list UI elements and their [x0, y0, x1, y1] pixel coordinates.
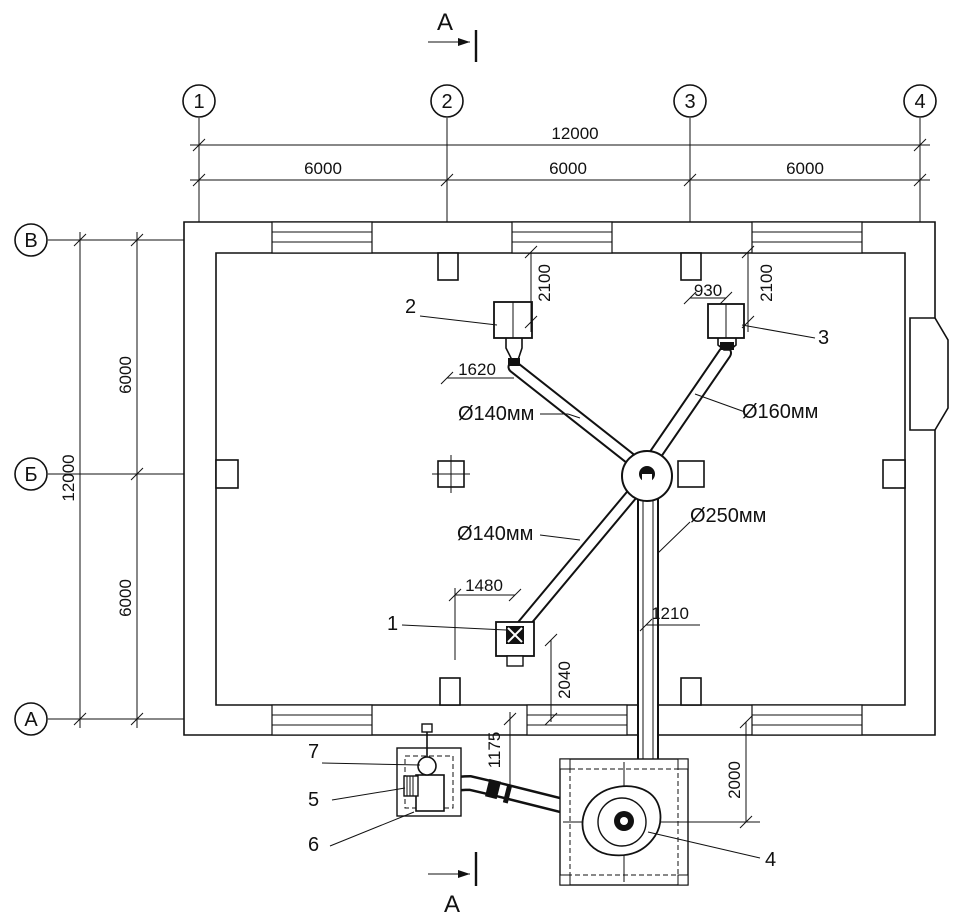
- dim-bay-1-2: 6000: [304, 159, 342, 178]
- dim-bay-B-A: 6000: [116, 579, 135, 617]
- svg-text:2: 2: [405, 296, 416, 318]
- building-walls: [183, 221, 949, 736]
- left-dimensions: 12000 6000 6000: [59, 232, 144, 728]
- dim-hood2-x: 1620: [458, 360, 496, 379]
- duct-junction: [621, 450, 673, 502]
- callout-4: 4: [647, 831, 776, 871]
- axis-bubble-2: 2: [430, 84, 464, 118]
- hood-3: [707, 303, 745, 351]
- callout-6: 6: [308, 811, 415, 856]
- svg-text:3: 3: [684, 91, 695, 113]
- exhaust-fan-unit: [396, 723, 462, 817]
- axis-bubble-1: 1: [182, 84, 216, 118]
- dim-fan-chamber-offset: 2000: [725, 761, 744, 799]
- callout-7: 7: [308, 741, 421, 766]
- dim-bay-2-3: 6000: [549, 159, 587, 178]
- label-duct-hood1: Ø140мм: [457, 523, 533, 545]
- label-duct-hood2: Ø140мм: [458, 403, 534, 425]
- svg-text:7: 7: [308, 741, 319, 763]
- section-mark-top: А: [428, 9, 478, 62]
- axis-bubble-3: 3: [673, 84, 707, 118]
- hood-1: [495, 621, 535, 667]
- top-dimensions: 12000 6000 6000 6000: [190, 124, 930, 187]
- bottom-windows: [271, 704, 863, 736]
- dim-hood3-y: 2100: [757, 264, 776, 302]
- fan-motor: [403, 756, 445, 812]
- svg-text:4: 4: [765, 849, 776, 871]
- axis-bubble-4: 4: [903, 84, 937, 118]
- svg-text:6: 6: [308, 834, 319, 856]
- callout-1: 1: [387, 613, 507, 635]
- svg-text:1: 1: [193, 91, 204, 113]
- svg-text:А: А: [24, 709, 38, 731]
- axis-bubble-V: В: [14, 223, 48, 257]
- columns: [432, 455, 705, 493]
- top-windows: [271, 221, 863, 254]
- section-mark-top-label: А: [437, 9, 453, 36]
- dim-hood1-y: 2040: [555, 661, 574, 699]
- duct-labels: Ø140мм Ø160мм Ø140мм Ø250мм: [457, 393, 818, 554]
- axis-bubble-A: А: [14, 702, 48, 736]
- fan-volute: [581, 785, 662, 857]
- duct-branch-hood3: [648, 346, 732, 462]
- callout-3: 3: [741, 324, 829, 349]
- horizontal-axes: В Б А: [14, 223, 200, 736]
- svg-text:4: 4: [914, 91, 925, 113]
- section-mark-bottom-label: А: [444, 891, 460, 918]
- svg-text:3: 3: [818, 327, 829, 349]
- label-duct-main: Ø250мм: [690, 505, 766, 527]
- callout-5: 5: [308, 787, 406, 811]
- duct-main: [637, 474, 659, 798]
- svg-text:Б: Б: [24, 464, 37, 486]
- dim-hood1-x: 1480: [465, 576, 503, 595]
- wall-pilasters: [215, 252, 906, 706]
- duct-branch-hood2: [507, 360, 639, 467]
- svg-text:2: 2: [441, 91, 452, 113]
- svg-text:В: В: [24, 230, 37, 252]
- dim-hood2-y: 2100: [535, 264, 554, 302]
- callouts: 1 2 3 4 5 6 7: [308, 296, 829, 871]
- dim-overall-horizontal: 12000: [551, 124, 598, 143]
- dim-hood3-x: 930: [694, 281, 722, 300]
- hood-2: [493, 301, 533, 366]
- section-mark-bottom: А: [428, 852, 478, 918]
- label-duct-hood3: Ø160мм: [742, 401, 818, 423]
- svg-text:5: 5: [308, 789, 319, 811]
- dim-fan-offset: 1175: [485, 732, 504, 769]
- svg-text:1: 1: [387, 613, 398, 635]
- callout-2: 2: [405, 296, 498, 326]
- dim-bay-V-B: 6000: [116, 356, 135, 394]
- axis-bubble-B: Б: [14, 457, 48, 491]
- interior-dimensions: 2100 1620 930 2100 1480 2040 1210 1175: [440, 245, 776, 829]
- duct-branch-hood1: [510, 485, 641, 639]
- dim-overall-vertical: 12000: [59, 454, 78, 501]
- dim-bay-3-4: 6000: [786, 159, 824, 178]
- dim-riser-offset: 1210: [651, 604, 689, 623]
